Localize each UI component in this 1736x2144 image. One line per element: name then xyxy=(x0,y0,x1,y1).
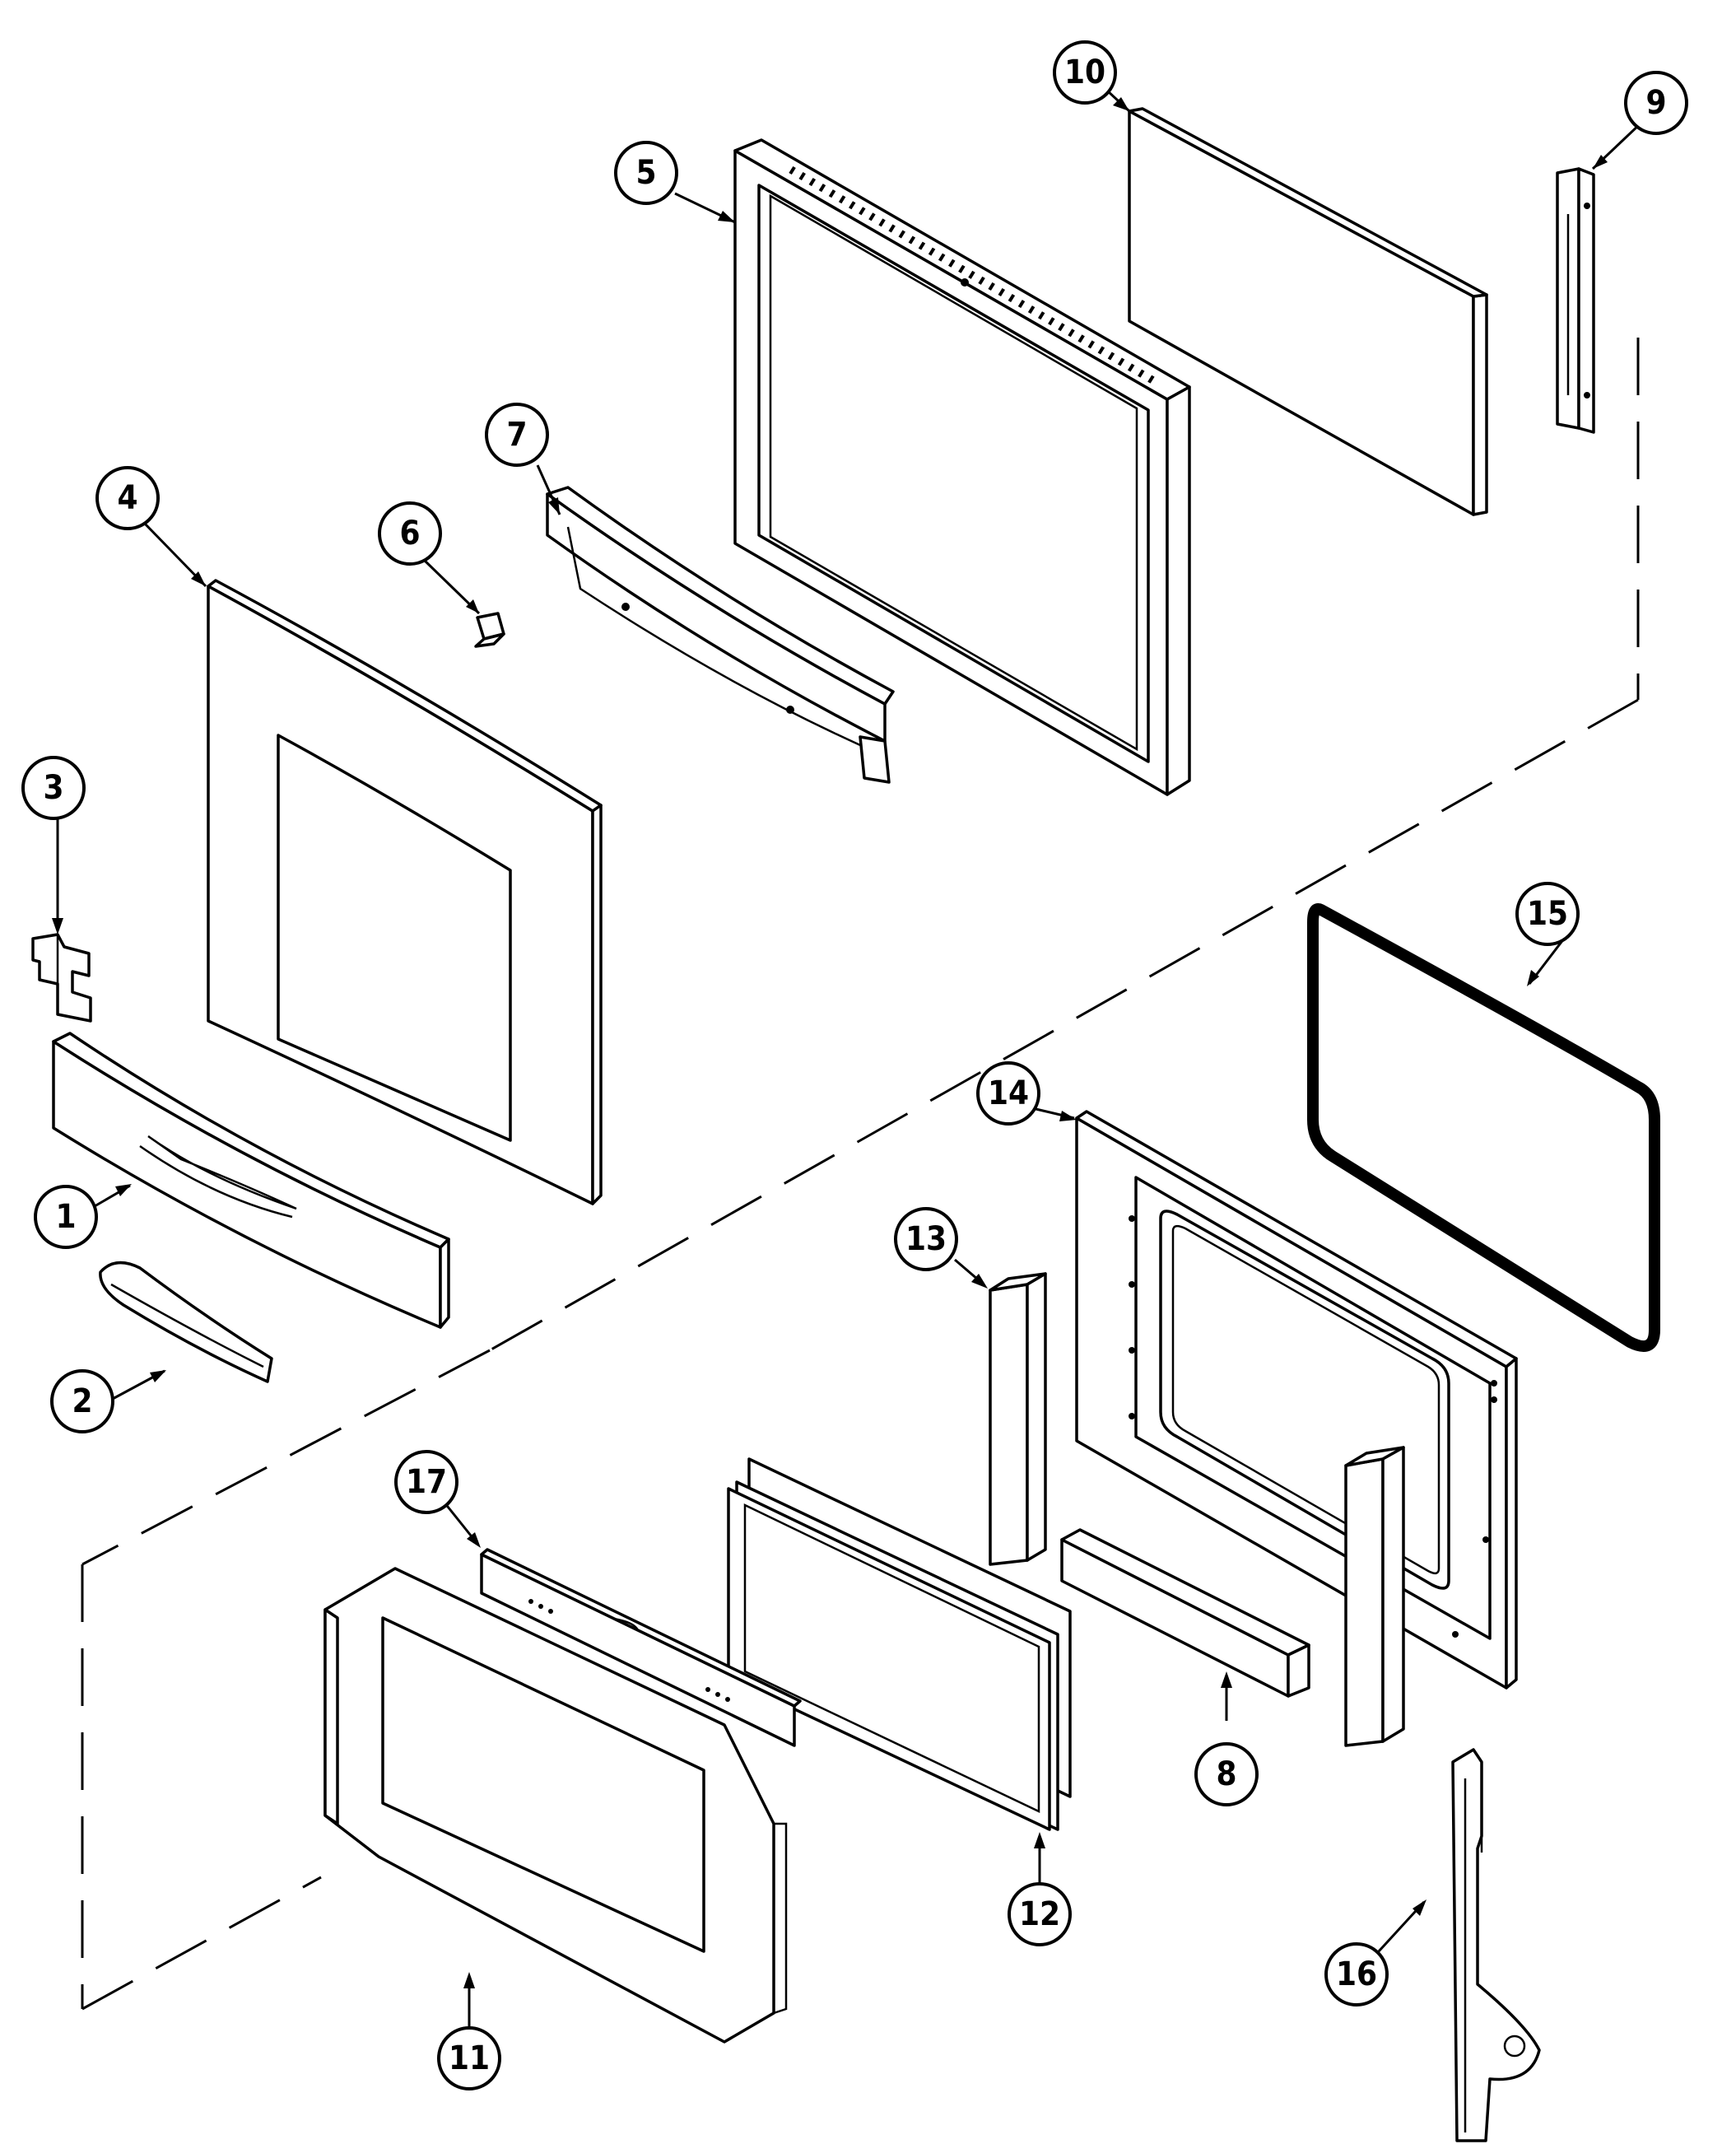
callout-16: 16 xyxy=(1324,1942,1389,2007)
insulation-block-vertical xyxy=(1344,1446,1405,1747)
callout-11-label: 11 xyxy=(449,2039,490,2077)
callout-17: 17 xyxy=(394,1450,458,1514)
part-4-door-panel xyxy=(207,579,603,1205)
part-16-hinge xyxy=(1451,1748,1541,2142)
callout-12: 12 xyxy=(1008,1882,1072,1946)
callout-15: 15 xyxy=(1515,882,1580,946)
callout-8: 8 xyxy=(1194,1742,1259,1806)
callout-3: 3 xyxy=(21,756,86,820)
part-9-hinge-bracket xyxy=(1556,167,1595,434)
part-7-door-channel xyxy=(546,486,895,784)
callout-4-label: 4 xyxy=(117,479,137,517)
part-5-door-frame xyxy=(733,138,1191,796)
callout-7: 7 xyxy=(485,403,549,467)
callout-7-label: 7 xyxy=(506,416,527,454)
callout-1: 1 xyxy=(34,1185,98,1249)
callout-1-label: 1 xyxy=(55,1198,76,1236)
part-17-vent-trim xyxy=(480,1548,802,1747)
leader-lines xyxy=(52,89,1642,2030)
callout-16-label: 16 xyxy=(1336,1955,1377,1993)
part-2-handle xyxy=(99,1261,273,1383)
part-11-door-trim-frame xyxy=(323,1567,788,2044)
callout-9-label: 9 xyxy=(1645,84,1666,122)
part-15-gasket xyxy=(1307,903,1660,1352)
part-8-insulation-block xyxy=(1060,1528,1310,1698)
callout-8-label: 8 xyxy=(1216,1755,1236,1793)
part-13-insulation-block xyxy=(989,1272,1047,1566)
part-3-small-bracket xyxy=(31,933,92,1023)
callout-13: 13 xyxy=(894,1207,958,1271)
part-1-handle-trim xyxy=(52,1032,450,1329)
callout-9: 9 xyxy=(1624,71,1688,135)
callout-5-label: 5 xyxy=(635,154,656,192)
callout-14-label: 14 xyxy=(988,1074,1029,1112)
callout-3-label: 3 xyxy=(43,769,63,807)
callout-2: 2 xyxy=(50,1369,114,1433)
assembly-guide-lines xyxy=(81,338,1640,2011)
part-12-inner-glass xyxy=(727,1457,1072,1831)
callout-10-label: 10 xyxy=(1064,54,1105,91)
callout-6: 6 xyxy=(378,501,442,566)
callout-15-label: 15 xyxy=(1527,895,1568,933)
callout-10: 10 xyxy=(1053,40,1117,105)
part-10-glass-panel xyxy=(1128,107,1488,516)
callout-17-label: 17 xyxy=(406,1463,447,1501)
callout-4: 4 xyxy=(95,466,160,530)
callout-14: 14 xyxy=(976,1061,1040,1126)
part-6-clip xyxy=(474,612,505,648)
callout-13-label: 13 xyxy=(905,1220,947,1258)
callout-6-label: 6 xyxy=(399,515,420,552)
callout-5: 5 xyxy=(614,141,678,205)
callout-2-label: 2 xyxy=(72,1382,92,1420)
callout-12-label: 12 xyxy=(1019,1895,1060,1933)
callout-11: 11 xyxy=(437,2026,501,2090)
